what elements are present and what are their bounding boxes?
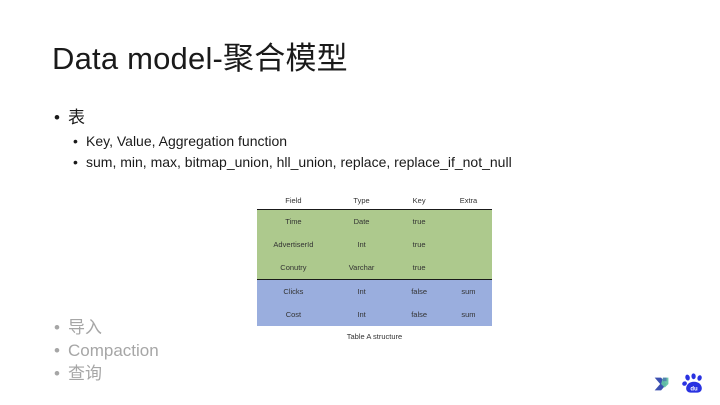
cell-field: Conutry	[257, 256, 330, 280]
table-row: Conutry Varchar true	[257, 256, 492, 280]
agenda-item-query: • 查询	[52, 362, 372, 385]
table-row: Clicks Int false sum	[257, 279, 492, 303]
bullet-marker-icon: •	[73, 133, 78, 149]
cell-field: Clicks	[257, 279, 330, 303]
bullet-item-level2: • Key, Value, Aggregation function	[52, 131, 662, 151]
column-header-type: Type	[329, 193, 394, 210]
bullet-marker-icon: •	[73, 154, 78, 170]
bullet-marker-icon: •	[54, 318, 60, 337]
cell-type: Date	[329, 209, 394, 233]
baidu-logo: du	[682, 373, 702, 393]
cell-key: false	[393, 279, 445, 303]
bullet-text: 表	[68, 108, 85, 127]
bullet-item-level1: • 表	[52, 106, 662, 130]
cell-type: Varchar	[329, 256, 394, 280]
table-row: Time Date true	[257, 209, 492, 233]
cell-type: Int	[329, 279, 394, 303]
table-row: Cost Int false sum	[257, 303, 492, 326]
cell-extra	[444, 233, 492, 256]
cell-field: Cost	[257, 303, 330, 326]
column-header-field: Field	[257, 193, 330, 210]
table-figure: Field Type Key Extra Time Date true Adve…	[257, 193, 492, 341]
bullet-marker-icon: •	[54, 341, 60, 360]
cell-key: true	[393, 209, 445, 233]
agenda-item-import: • 导入	[52, 316, 372, 339]
table-a-structure: Field Type Key Extra Time Date true Adve…	[257, 193, 492, 326]
bullet-text: sum, min, max, bitmap_union, hll_union, …	[86, 154, 512, 170]
cell-field: AdvertiserId	[257, 233, 330, 256]
page-title: Data model-聚合模型	[52, 41, 348, 76]
agenda-item-label: 查询	[68, 364, 102, 383]
cell-extra: sum	[444, 303, 492, 326]
bullet-list-main: • 表 • Key, Value, Aggregation function •…	[52, 106, 662, 172]
cell-key: true	[393, 256, 445, 280]
column-header-key: Key	[393, 193, 445, 210]
table-header-row: Field Type Key Extra	[257, 193, 492, 210]
bullet-marker-icon: •	[54, 364, 60, 383]
agenda-item-compaction: • Compaction	[52, 339, 372, 362]
table-row: AdvertiserId Int true	[257, 233, 492, 256]
cell-key: true	[393, 233, 445, 256]
agenda-item-label: 导入	[68, 318, 102, 337]
logo-group: du	[651, 373, 706, 395]
baidu-wordmark: du	[690, 386, 698, 392]
column-header-extra: Extra	[444, 193, 492, 210]
cell-extra: sum	[444, 279, 492, 303]
bullet-list-agenda: • 导入 • Compaction • 查询	[52, 316, 372, 385]
figure-caption: Table A structure	[346, 332, 403, 341]
cell-extra	[444, 256, 492, 280]
apache-doris-logo	[654, 377, 669, 391]
cell-field: Time	[257, 209, 330, 233]
bullet-marker-icon: •	[54, 108, 60, 127]
bullet-text: Key, Value, Aggregation function	[86, 133, 288, 149]
bullet-item-level2: • sum, min, max, bitmap_union, hll_union…	[52, 152, 662, 172]
cell-type: Int	[329, 303, 394, 326]
cell-extra	[444, 209, 492, 233]
agenda-item-label: Compaction	[68, 341, 159, 360]
cell-type: Int	[329, 233, 394, 256]
cell-key: false	[393, 303, 445, 326]
